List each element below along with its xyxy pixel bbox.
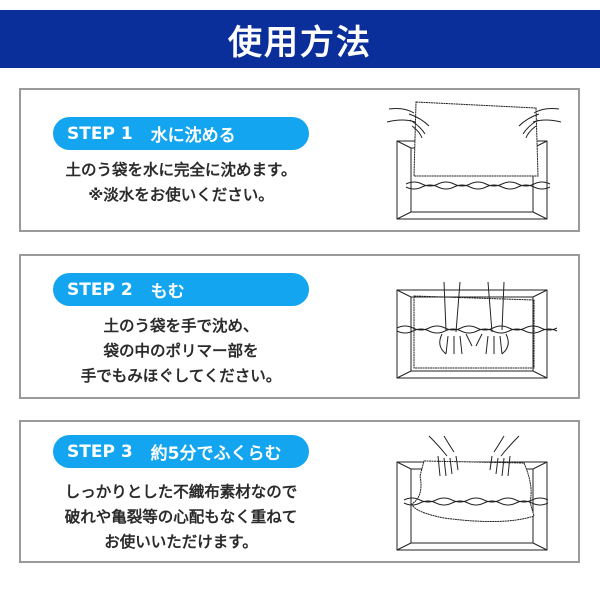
step-text-area: STEP 2 もむ 土のう袋を手で沈め、 袋の中のポリマー部を 手でもみほぐして…: [21, 256, 341, 397]
step-title: もむ: [150, 282, 185, 302]
step-title: 約5分でふくらむ: [150, 444, 282, 464]
hands-lowering-bag-into-water-tub-illustration: [384, 94, 564, 224]
step-number: STEP 1: [67, 123, 133, 144]
step-title: 水に沈める: [150, 126, 236, 146]
hands-lifting-swollen-bag-illustration: [384, 426, 564, 556]
step-card-3: STEP 3 約5分でふくらむ しっかりとした不織布素材なので 破れや亀裂等の心…: [19, 420, 580, 563]
description-line: しっかりとした不織布素材なので: [64, 483, 298, 501]
step-card-2: STEP 2 もむ 土のう袋を手で沈め、 袋の中のポリマー部を 手でもみほぐして…: [19, 254, 580, 399]
description-line: 土のう袋を水に完全に沈めます。: [65, 161, 297, 179]
step-badge: STEP 3 約5分でふくらむ: [53, 435, 309, 468]
step-description: 土のう袋を水に完全に沈めます。 ※淡水をお使いください。: [66, 158, 297, 208]
step-description: 土のう袋を手で沈め、 袋の中のポリマー部を 手でもみほぐしてください。: [81, 314, 282, 389]
step-card-1: STEP 1 水に沈める 土のう袋を水に完全に沈めます。 ※淡水をお使いください…: [19, 88, 580, 232]
step-badge: STEP 2 もむ: [53, 273, 309, 306]
hands-kneading-bag-under-water-illustration: [384, 260, 564, 390]
step-text-area: STEP 1 水に沈める 土のう袋を水に完全に沈めます。 ※淡水をお使いください…: [21, 90, 341, 230]
description-line: お使いいただけます。: [104, 533, 258, 551]
description-line: 袋の中のポリマー部を: [103, 342, 259, 360]
page-title-banner: 使用方法: [0, 10, 600, 68]
step-number: STEP 3: [67, 441, 133, 462]
description-line: 破れや亀裂等の心配もなく重ねて: [64, 508, 298, 526]
description-line: ※淡水をお使いください。: [88, 186, 274, 204]
description-line: 土のう袋を手で沈め、: [103, 317, 259, 335]
description-line: 手でもみほぐしてください。: [80, 367, 282, 385]
step-text-area: STEP 3 約5分でふくらむ しっかりとした不織布素材なので 破れや亀裂等の心…: [21, 422, 341, 561]
step-number: STEP 2: [67, 279, 133, 300]
page-title: 使用方法: [228, 22, 372, 63]
step-description: しっかりとした不織布素材なので 破れや亀裂等の心配もなく重ねて お使いいただけま…: [65, 480, 298, 555]
step-badge: STEP 1 水に沈める: [53, 117, 309, 150]
